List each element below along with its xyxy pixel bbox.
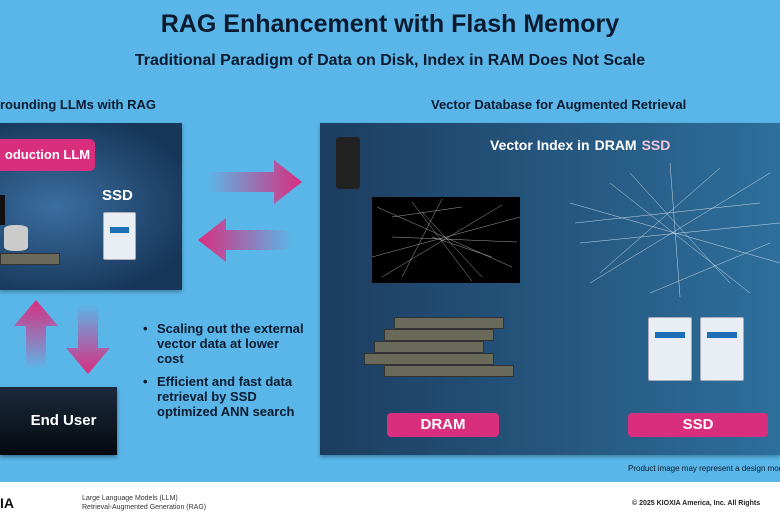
end-user-label: End User (30, 412, 97, 429)
legend-llm: Large Language Models (LLM) (82, 495, 178, 502)
ram-icon (0, 253, 60, 265)
ssd-label: SSD (628, 413, 768, 437)
kioxia-logo: IA (0, 495, 14, 511)
slide: RAG Enhancement with Flash Memory Tradit… (0, 0, 780, 482)
arrow-left-icon (198, 218, 292, 262)
dram-vector-graph (372, 197, 520, 283)
production-llm-badge: oduction LLM (0, 139, 95, 171)
server-icon (336, 137, 360, 189)
vector-index-ssd: SSD (641, 137, 671, 153)
footer-legend: Large Language Models (LLM) Retrieval-Au… (82, 494, 206, 512)
end-user-box: End User (0, 387, 117, 455)
slide-subtitle: Traditional Paradigm of Data on Disk, In… (134, 52, 646, 69)
arrow-down-icon (66, 304, 110, 374)
llm-panel: oduction LLM SSD (0, 123, 182, 290)
ssd-image (648, 317, 692, 381)
legend-rag: Retrieval-Augmented Generation (RAG) (82, 504, 207, 511)
vector-index-prefix: Vector Index in (490, 137, 590, 153)
bullet-list: Scaling out the external vector data at … (143, 321, 308, 427)
ssd-image (103, 212, 136, 260)
right-heading: Vector Database for Augmented Retrieval (431, 97, 687, 112)
vector-index-dram: DRAM (594, 137, 637, 153)
arrow-right-icon (208, 160, 302, 204)
database-icon (4, 225, 28, 251)
left-heading: rounding LLMs with RAG (0, 97, 156, 112)
bullet-item: Efficient and fast data retrieval by SSD… (143, 374, 308, 419)
server-icon (0, 195, 5, 225)
ssd-image (700, 317, 744, 381)
copyright: © 2025 KIOXIA America, Inc. All Rights (632, 500, 761, 507)
bullet-item: Scaling out the external vector data at … (143, 321, 308, 366)
ssd-vector-graph (570, 163, 780, 297)
arrow-up-icon (14, 300, 58, 370)
slide-title: RAG Enhancement with Flash Memory (160, 10, 620, 38)
ssd-label: SSD (102, 187, 133, 204)
product-note: Product image may represent a design mod (628, 464, 780, 473)
dram-label: DRAM (387, 413, 499, 437)
